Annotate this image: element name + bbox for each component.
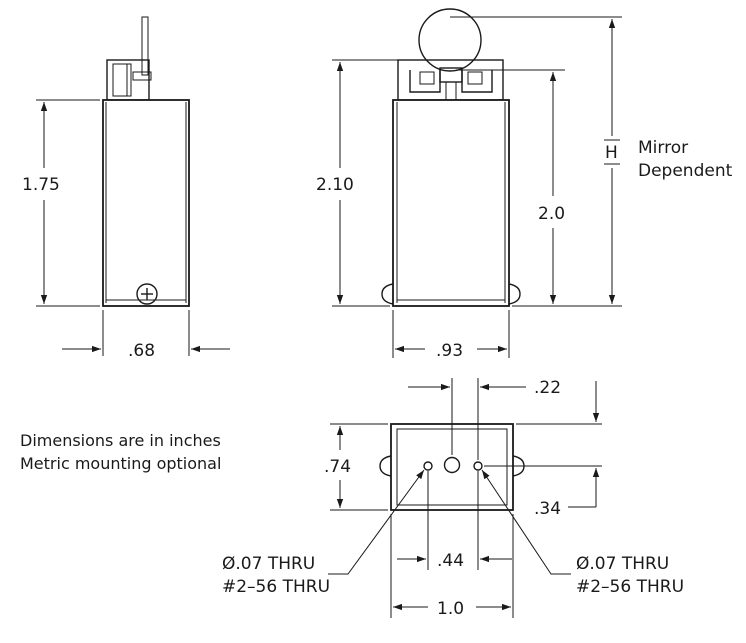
front-height-axis-label: 2.0 [538, 204, 565, 224]
side-screw-icon [508, 283, 521, 305]
side-screw-icon [381, 283, 394, 305]
right-hole-callout-diameter: Ø.07 THRU [576, 554, 669, 574]
hole-spacing-label: .44 [437, 551, 464, 571]
left-mount-hole [423, 461, 433, 471]
h-label-dependent: Dependent [638, 161, 733, 181]
screw-head-icon [136, 283, 158, 305]
h-label-mirror: Mirror [638, 138, 688, 158]
right-hole-callout-thread: #2–56 THRU [576, 577, 684, 597]
side-view-body [102, 99, 190, 307]
front-width-label: .93 [436, 341, 463, 361]
bottom-width-label: 1.0 [437, 599, 464, 619]
front-view-bracket [397, 59, 504, 101]
right-mount-hole [473, 461, 483, 471]
offset-right-label: .34 [534, 499, 561, 519]
front-view-body [392, 99, 510, 307]
left-hole-callout-thread: #2–56 THRU [222, 577, 330, 597]
mirror-icon [418, 8, 482, 72]
side-height-label: 1.75 [22, 175, 60, 195]
front-view-clip [419, 71, 435, 85]
center-mount-hole [443, 456, 461, 474]
leader-line [328, 469, 425, 575]
bottom-height-label: .74 [324, 457, 351, 477]
offset-top-label: .22 [534, 378, 561, 398]
front-view-clip [467, 71, 483, 85]
left-hole-callout-diameter: Ø.07 THRU [222, 554, 315, 574]
front-view-center-screw [439, 67, 463, 83]
front-height-total-label: 2.10 [316, 175, 354, 195]
side-view: 1.75 .68 [22, 16, 230, 361]
front-view: 2.10 2.0 H Mirror Dependent .93 [316, 8, 733, 361]
side-view-knob [112, 63, 132, 97]
front-view-bracket-slot [409, 70, 441, 93]
side-view-screw-stub [132, 71, 152, 81]
side-screw-icon [379, 455, 392, 477]
front-view-bracket-slot [461, 70, 493, 93]
side-width-label: .68 [128, 341, 155, 361]
leader-line [481, 469, 571, 575]
bottom-view: .22 .34 .74 .44 1.0 Ø.07 THRU #2–56 THRU [222, 378, 684, 619]
h-symbol: H [605, 143, 618, 163]
side-view-post [141, 16, 149, 76]
note-dimensions-units: Dimensions are in inches [20, 431, 221, 450]
note-metric-mounting: Metric mounting optional [20, 454, 221, 473]
